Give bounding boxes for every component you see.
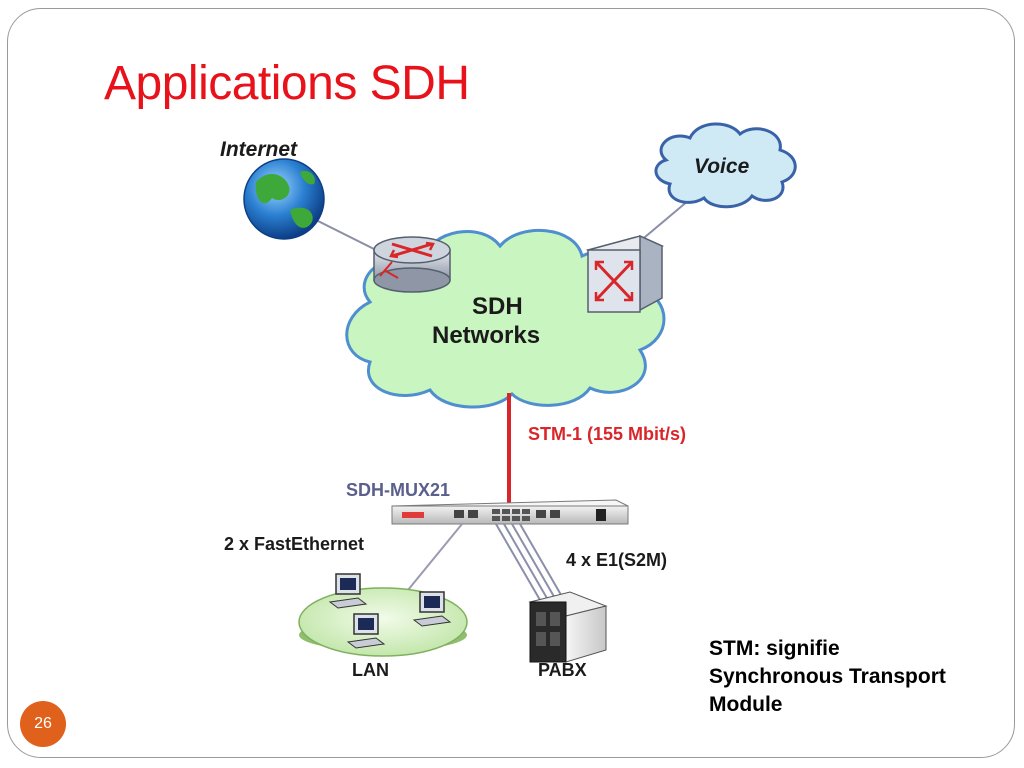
internet-label: Internet — [220, 138, 298, 161]
voice-cloud — [654, 122, 797, 209]
page-number-badge: 26 — [20, 701, 66, 747]
computer-icon — [346, 613, 386, 649]
page-number: 26 — [34, 715, 52, 732]
network-label-line2: Networks — [432, 322, 540, 349]
globe-icon — [243, 158, 325, 240]
note-line-2: Synchronous Transport — [709, 665, 946, 688]
e1-label: 4 x E1(S2M) — [566, 550, 667, 570]
voice-label: Voice — [694, 155, 750, 178]
router-icon — [373, 236, 451, 293]
e1-lines — [495, 523, 565, 601]
mux-label: SDH-MUX21 — [346, 480, 450, 500]
slide-title: Applications SDH — [104, 57, 470, 110]
stm-definition-note: STM: signifie Synchronous Transport Modu… — [709, 635, 1009, 719]
pabx-icon — [528, 591, 608, 663]
computer-icon — [328, 573, 368, 609]
slide-frame — [7, 8, 1015, 758]
computer-icon — [412, 591, 452, 627]
switch-icon — [585, 234, 665, 313]
sdh-mux-device — [391, 499, 629, 525]
lan-label: LAN — [352, 660, 389, 680]
note-line-3: Module — [709, 693, 783, 716]
note-line-1: STM: signifie — [709, 637, 840, 660]
stm1-link-label: STM-1 (155 Mbit/s) — [528, 424, 686, 444]
network-label-line1: SDH — [472, 293, 523, 320]
pabx-label: PABX — [538, 660, 587, 680]
ethernet-label: 2 x FastEthernet — [224, 534, 364, 554]
